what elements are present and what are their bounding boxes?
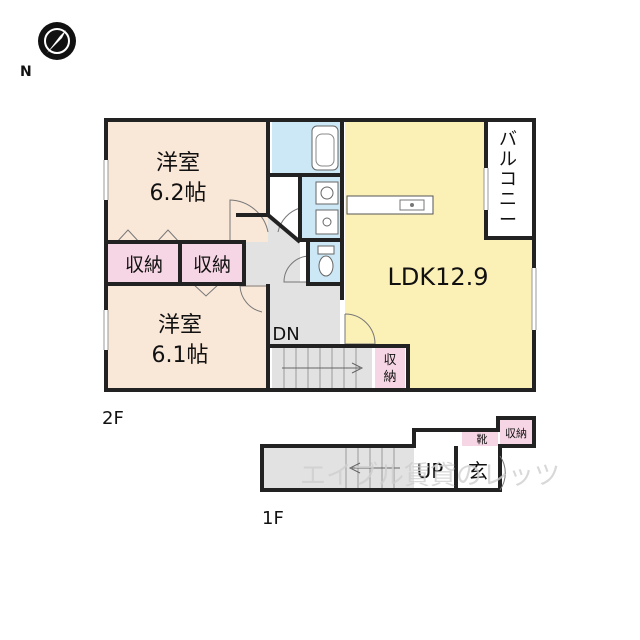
second-floor-label: 2F: [102, 408, 124, 429]
entrance-floor: [456, 448, 498, 488]
washing-machine-icon: [315, 209, 339, 235]
storage-b-floor: [181, 243, 243, 283]
first-floor-stairs-area: [264, 448, 414, 488]
stairs-down-label: DN: [272, 324, 299, 345]
door-toilet: [283, 255, 311, 283]
entrance-door: [499, 455, 506, 491]
storage-stair-floor: [375, 346, 405, 388]
first-floor-label: 1F: [262, 508, 284, 529]
shoe-storage-label: 靴: [477, 432, 488, 446]
svg-text:ー: ー: [499, 210, 517, 231]
western-room-a-name: 洋室: [156, 151, 200, 176]
balcony-label: バ ル コ ニ ー: [499, 129, 517, 231]
western-room-b-name: 洋室: [158, 313, 202, 338]
door-room-b: [239, 285, 268, 313]
western-room-a-size: 6.2帖: [150, 181, 207, 206]
kitchen-counter: [346, 195, 434, 215]
watermark: エイブル賃貸のレッツ: [300, 461, 560, 491]
svg-text:ニ: ニ: [499, 189, 517, 210]
door-room-a: [229, 199, 269, 240]
door-storage-a: [115, 229, 181, 244]
door-storage-b: [191, 282, 221, 297]
compass: N: [20, 22, 76, 80]
svg-text:ル: ル: [499, 149, 517, 170]
door-ldk: [344, 313, 376, 345]
first-floor-storage-floor: [500, 420, 532, 446]
storage-a-floor: [108, 243, 180, 283]
storage-b-label: 収納: [193, 254, 231, 276]
second-floor: 洋室 6.2帖 収納 収納 洋室 6.1帖 LDK12.9 DN 収 納 バ ル…: [102, 118, 537, 429]
western-room-b-size: 6.1帖: [152, 343, 209, 368]
first-floor-storage-label: 収納: [505, 427, 527, 440]
storage-a-label: 収納: [125, 254, 163, 276]
stairs-up-label: UP: [417, 459, 444, 483]
western-room-a-floor: [108, 122, 268, 242]
first-floor: UP 玄 靴 収納 1F: [260, 416, 536, 529]
storage-stair-label-1: 収: [383, 353, 396, 368]
western-room-b-floor: [108, 285, 268, 388]
washbasin-icon: [315, 181, 339, 205]
toilet-icon: [317, 245, 335, 277]
entrance-label: 玄: [468, 459, 488, 483]
compass-north-label: N: [20, 64, 32, 80]
ldk-label: LDK12.9: [387, 263, 488, 291]
storage-stair-label-2: 納: [383, 370, 396, 385]
balcony-floor: [486, 122, 532, 236]
svg-text:コ: コ: [499, 169, 517, 190]
svg-text:バ: バ: [499, 129, 517, 150]
bathtub-icon: [311, 125, 339, 171]
shoe-storage-floor: [462, 432, 498, 446]
